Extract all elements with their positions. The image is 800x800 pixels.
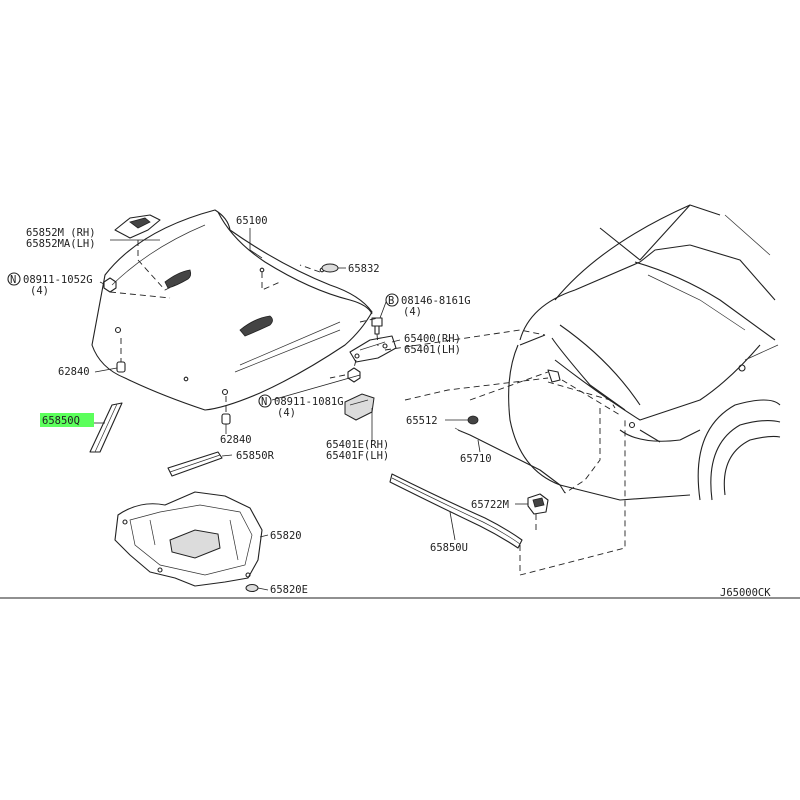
nut-symbol-1052g: N xyxy=(7,272,21,286)
assembly-dashed-lines xyxy=(109,240,626,576)
part-08911-1052g-nut xyxy=(103,277,117,293)
label-65820: 65820 xyxy=(270,530,302,542)
part-65710-cable xyxy=(454,427,566,494)
label-65820e: 65820E xyxy=(270,584,308,596)
part-labels: 65852M (RH) 65852MA(LH) 08911-1052G (4) … xyxy=(23,215,509,596)
part-65401e-bracket xyxy=(344,393,375,421)
label-65850u: 65850U xyxy=(430,542,468,554)
label-65401e: 65401E(RH) xyxy=(326,439,389,451)
label-qty-1052g: (4) xyxy=(30,285,49,297)
part-65852m xyxy=(114,214,161,239)
label-qty-08146: (4) xyxy=(403,306,422,318)
part-65850u-seal xyxy=(389,473,523,549)
hood-panel xyxy=(91,209,373,411)
label-qty-1081g: (4) xyxy=(277,407,296,419)
nut-symbol-1081g: N xyxy=(258,394,272,408)
label-62840-upper: 62840 xyxy=(58,366,90,378)
part-08911-1081g-nut xyxy=(347,367,361,383)
label-65722m: 65722M xyxy=(471,499,509,511)
part-65850r-seal xyxy=(167,451,223,477)
label-65852m: 65852M (RH) xyxy=(26,227,96,239)
label-65710: 65710 xyxy=(460,453,492,465)
label-08146-8161g: 08146-8161G xyxy=(401,295,471,307)
label-65401: 65401(LH) xyxy=(404,344,461,356)
bolt-symbol-08146: B xyxy=(385,293,399,307)
label-65400: 65400(RH) xyxy=(404,333,461,345)
diagram-code: J65000CK xyxy=(720,587,771,599)
label-08911-1081g: 08911-1081G xyxy=(274,396,344,408)
label-65832: 65832 xyxy=(348,263,380,275)
label-08911-1052g: 08911-1052G xyxy=(23,274,93,286)
nut-symbol-letter: N xyxy=(10,274,16,286)
bolt-symbol-letter: B xyxy=(388,295,394,307)
part-62840-lower xyxy=(221,413,231,425)
part-08146-bolt xyxy=(371,317,383,335)
label-65100: 65100 xyxy=(236,215,268,227)
leader-lines xyxy=(90,228,528,591)
part-65820e-clip xyxy=(245,584,259,592)
part-65512-grommet xyxy=(467,415,479,425)
part-65820-undercover xyxy=(114,491,263,587)
part-65722m-handle xyxy=(527,493,549,515)
highlight-65850q xyxy=(40,413,94,427)
label-65850r: 65850R xyxy=(236,450,275,462)
car-body-outline xyxy=(508,204,781,501)
nut-symbol-letter-2: N xyxy=(261,396,267,408)
label-62840-lower: 62840 xyxy=(220,434,252,446)
part-62840-upper xyxy=(116,361,126,373)
label-65852ma: 65852MA(LH) xyxy=(26,238,96,250)
label-65512: 65512 xyxy=(406,415,438,427)
label-65401f: 65401F(LH) xyxy=(326,450,389,462)
label-65850q: 65850Q xyxy=(42,415,80,427)
part-65832 xyxy=(321,263,339,273)
part-65850q-seal xyxy=(89,402,123,453)
